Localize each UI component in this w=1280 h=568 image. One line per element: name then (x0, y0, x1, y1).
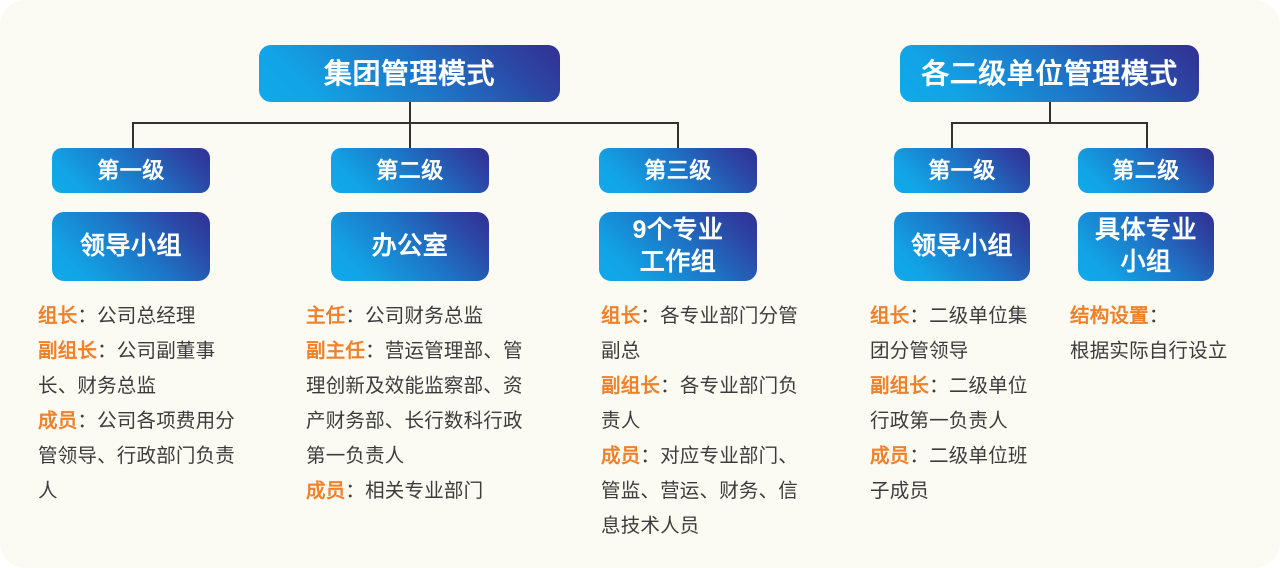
unit-box-subsidiary-1: 领导小组 (894, 212, 1030, 281)
unit-box-corporate-1: 领导小组 (52, 212, 210, 281)
detail-value: 根据实际自行设立 (1070, 340, 1228, 362)
connector-subsidiary-drop-1 (951, 122, 953, 149)
unit-box-line: 工作组 (639, 247, 717, 276)
detail-entry: 副组长：二级单位行政第一负责人 (870, 369, 1046, 439)
detail-sep: ： (77, 410, 98, 432)
unit-box-line: 具体专业 (1094, 216, 1197, 245)
detail-list-subsidiary-1: 组长：二级单位集团分管领导 副组长：二级单位行政第一负责人 成员：二级单位班子成… (870, 299, 1046, 509)
detail-value: 公司财务总监 (365, 305, 484, 327)
unit-box-corporate-2: 办公室 (331, 212, 489, 281)
detail-value: 公司副董事长、财务总监 (38, 340, 216, 397)
detail-value: 各专业部门分管副总 (601, 305, 799, 362)
detail-list-corporate-3: 组长：各专业部门分管副总 副组长：各专业部门负责人 成员：对应专业部门、管监、营… (601, 299, 807, 544)
detail-entry: 成员：二级单位班子成员 (870, 439, 1046, 509)
unit-box-corporate-3: 9个专业 工作组 (599, 212, 757, 281)
detail-label: 副组长 (38, 340, 98, 362)
level-badge-corporate-1: 第一级 (52, 148, 210, 193)
detail-label: 组长 (601, 305, 641, 327)
detail-entry: 成员：相关专业部门 (306, 474, 528, 509)
connector-subsidiary-stem (1049, 102, 1051, 123)
detail-sep: ： (660, 375, 680, 397)
detail-value: 对应专业部门、管监、营运、财务、信息技术人员 (601, 445, 799, 537)
detail-label: 副组长 (601, 375, 661, 397)
unit-box-subsidiary-2: 具体专业 小组 (1078, 212, 1214, 281)
detail-sep: ： (909, 445, 930, 467)
detail-sep: ： (345, 305, 366, 327)
detail-label: 成员 (306, 480, 346, 502)
detail-entry: 副主任：营运管理部、管理创新及效能监察部、资产财务部、长行数科行政第一负责人 (306, 334, 528, 474)
detail-entry: 组长：公司总经理 (38, 299, 238, 334)
detail-entry: 组长：各专业部门分管副总 (601, 299, 807, 369)
unit-box-line: 小组 (1120, 247, 1172, 276)
group-title-subsidiary: 各二级单位管理模式 (900, 45, 1199, 102)
connector-corporate-drop-3 (677, 122, 679, 149)
detail-sep: ： (97, 340, 117, 362)
connector-corporate-drop-2 (409, 122, 411, 149)
detail-label: 结构设置 (1070, 305, 1149, 327)
detail-sep: ： (909, 305, 930, 327)
detail-entry: 成员：对应专业部门、管监、营运、财务、信息技术人员 (601, 439, 807, 544)
connector-corporate-drop-1 (132, 122, 134, 149)
detail-label: 成员 (38, 410, 78, 432)
detail-entry: 副组长：公司副董事长、财务总监 (38, 334, 238, 404)
connector-subsidiary-drop-2 (1146, 122, 1148, 149)
detail-value: 二级单位集团分管领导 (870, 305, 1028, 362)
level-badge-corporate-2: 第二级 (331, 148, 489, 193)
detail-sep: ： (929, 375, 949, 397)
connector-corporate-stem (409, 102, 411, 123)
detail-label: 副组长 (870, 375, 930, 397)
detail-entry: 副组长：各专业部门负责人 (601, 369, 807, 439)
detail-entry: 结构设置： 根据实际自行设立 (1070, 299, 1230, 369)
detail-sep: ： (345, 480, 366, 502)
detail-value: 二级单位行政第一负责人 (870, 375, 1028, 432)
connector-corporate-bus (132, 122, 678, 124)
detail-entry: 成员：公司各项费用分管领导、行政部门负责人 (38, 404, 238, 509)
detail-sep: ： (640, 305, 661, 327)
detail-sep: ： (640, 445, 661, 467)
detail-value: 营运管理部、管理创新及效能监察部、资产财务部、长行数科行政第一负责人 (306, 340, 523, 467)
group-title-corporate: 集团管理模式 (259, 45, 560, 102)
detail-label: 成员 (601, 445, 641, 467)
level-badge-corporate-3: 第三级 (599, 148, 757, 193)
detail-sep: ： (1148, 305, 1169, 327)
detail-list-corporate-2: 主任：公司财务总监 副主任：营运管理部、管理创新及效能监察部、资产财务部、长行数… (306, 299, 528, 509)
detail-value: 公司总经理 (97, 305, 196, 327)
detail-label: 成员 (870, 445, 910, 467)
detail-list-corporate-1: 组长：公司总经理 副组长：公司副董事长、财务总监 成员：公司各项费用分管领导、行… (38, 299, 238, 509)
detail-value: 各专业部门负责人 (601, 375, 799, 432)
detail-value: 二级单位班子成员 (870, 445, 1028, 502)
detail-label: 组长 (870, 305, 910, 327)
detail-entry: 组长：二级单位集团分管领导 (870, 299, 1046, 369)
detail-value: 公司各项费用分管领导、行政部门负责人 (38, 410, 236, 502)
detail-list-subsidiary-2: 结构设置： 根据实际自行设立 (1070, 299, 1230, 369)
detail-sep: ： (77, 305, 98, 327)
detail-entry: 主任：公司财务总监 (306, 299, 528, 334)
level-badge-subsidiary-2: 第二级 (1078, 148, 1214, 193)
unit-box-line: 9个专业 (632, 216, 724, 245)
detail-value: 相关专业部门 (365, 480, 484, 502)
detail-label: 组长 (38, 305, 78, 327)
detail-sep: ： (365, 340, 385, 362)
level-badge-subsidiary-1: 第一级 (894, 148, 1030, 193)
detail-label: 主任 (306, 305, 346, 327)
detail-label: 副主任 (306, 340, 366, 362)
connector-subsidiary-bus (951, 122, 1148, 124)
